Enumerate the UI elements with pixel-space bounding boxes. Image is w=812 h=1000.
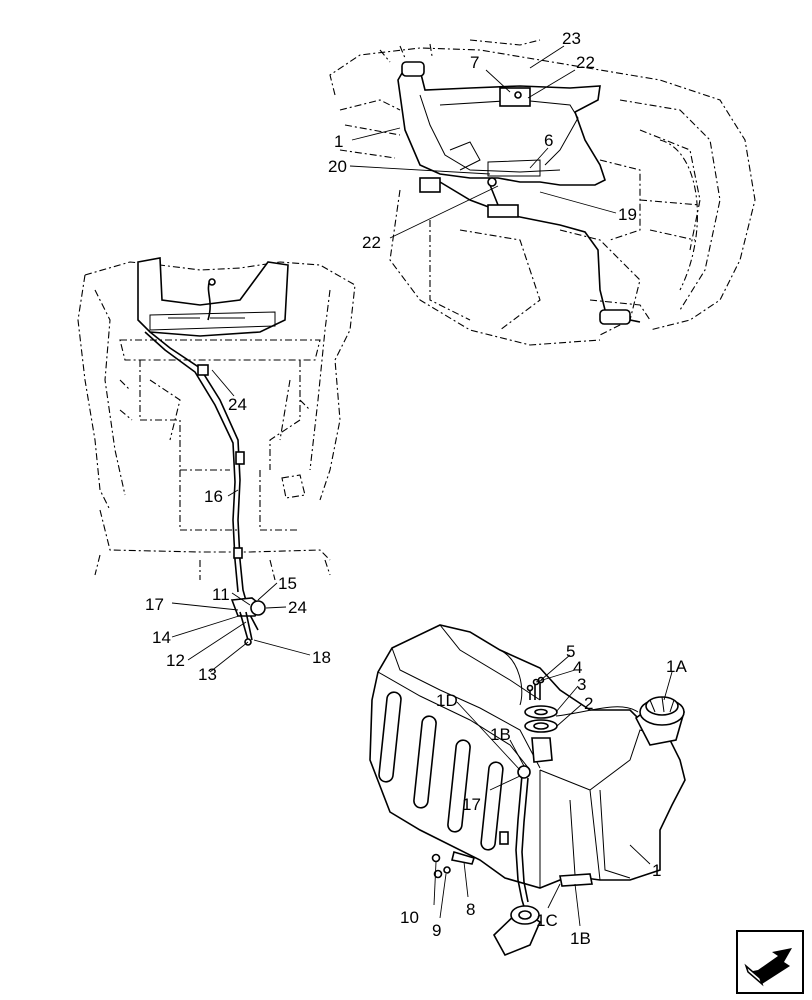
callout-24-upper: 24 [228, 395, 247, 414]
callout-9: 9 [432, 921, 441, 940]
callout-4: 4 [573, 658, 582, 677]
callout-11: 11 [212, 585, 230, 604]
leader-lines [171, 45, 673, 927]
callout-22-top: 22 [576, 53, 595, 72]
callout-18: 18 [312, 648, 331, 667]
callout-7: 7 [470, 53, 479, 72]
callout-1B-lower: 1B [570, 929, 591, 948]
callout-17-tank: 17 [462, 795, 481, 814]
callout-2: 2 [584, 694, 593, 713]
callout-6: 6 [544, 131, 553, 150]
callout-12: 12 [166, 651, 185, 670]
callout-17-left: 17 [145, 595, 164, 614]
callout-5: 5 [566, 642, 575, 661]
callout-20: 20 [328, 157, 347, 176]
tank-exploded-view [369, 624, 686, 957]
callout-1C: 1C [536, 911, 558, 930]
left-assembly-view [77, 257, 356, 646]
callout-19: 19 [618, 205, 637, 224]
callout-1-top: 1 [334, 132, 343, 151]
callout-1B-upper: 1B [490, 725, 511, 744]
callout-23: 23 [562, 29, 581, 48]
callout-15: 15 [278, 574, 297, 593]
callout-1A: 1A [666, 657, 687, 676]
callout-13: 13 [198, 665, 217, 684]
callout-3: 3 [577, 675, 586, 694]
callout-8: 8 [466, 900, 475, 919]
callout-labels: 23 7 22 1 6 20 19 22 24 16 15 11 17 24 1… [145, 29, 687, 948]
callout-10: 10 [400, 908, 419, 927]
callout-14: 14 [152, 628, 171, 647]
callout-22-bottom: 22 [362, 233, 381, 252]
next-page-arrow-icon[interactable] [736, 930, 804, 994]
callout-1-tank: 1 [652, 861, 661, 880]
callout-16: 16 [204, 487, 223, 506]
callout-24-lower: 24 [288, 598, 307, 617]
top-assembly-view [329, 39, 756, 346]
callout-1D: 1D [436, 691, 458, 710]
arrow-glyph [744, 948, 792, 987]
